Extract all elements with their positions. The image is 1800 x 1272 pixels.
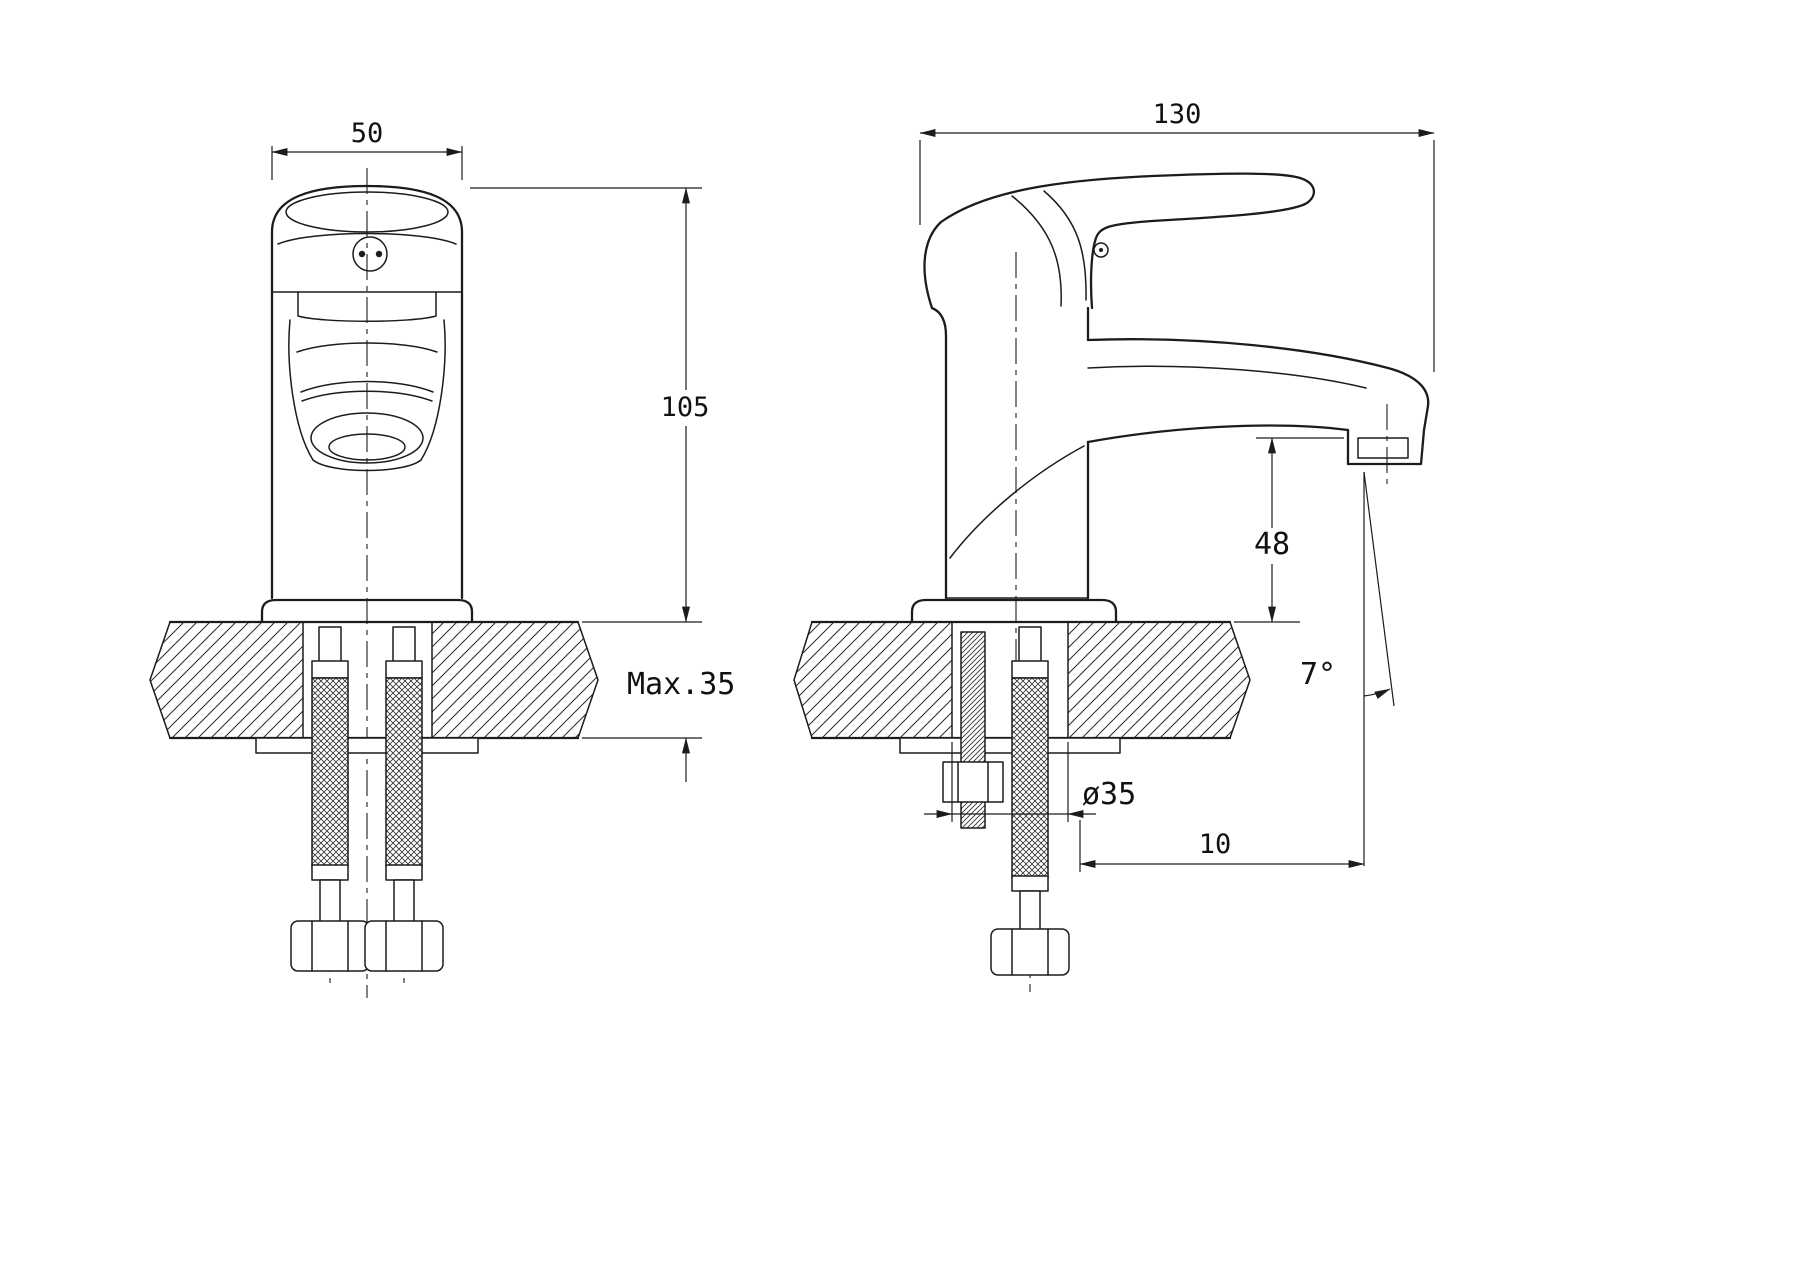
lever-handle bbox=[923, 172, 1315, 310]
front-faucet-body bbox=[260, 184, 474, 624]
side-mounting-plate bbox=[899, 737, 1121, 754]
dim-counter-thickness-label: Max.35 bbox=[627, 667, 735, 702]
braided-hose bbox=[385, 677, 423, 868]
spout bbox=[1086, 338, 1430, 432]
dim-hole-diameter-label: ø35 bbox=[1082, 777, 1136, 812]
mounting-nut bbox=[942, 761, 1004, 803]
braided-hose bbox=[311, 677, 349, 868]
faucet-base bbox=[910, 598, 1118, 624]
hose-nut bbox=[364, 920, 444, 972]
aerator bbox=[1357, 437, 1409, 459]
front-view bbox=[149, 168, 599, 998]
dim-front-height-label: 105 bbox=[661, 392, 710, 423]
front-supply-hoses bbox=[290, 626, 444, 972]
side-supply-hose bbox=[990, 626, 1070, 976]
handle-screw bbox=[1093, 242, 1109, 258]
dim-spout-height-label: 48 bbox=[1254, 527, 1290, 562]
front-mounting-plate bbox=[255, 737, 479, 754]
mounting-stud bbox=[942, 631, 1004, 829]
dim-spout-angle-label: 7° bbox=[1300, 657, 1336, 692]
spout-outlet bbox=[310, 412, 424, 464]
front-dimensions: 50 105 Max.35 bbox=[271, 118, 735, 782]
dim-offset-label: 10 bbox=[1199, 829, 1232, 860]
hose-nut bbox=[290, 920, 370, 972]
handle-screw-cap bbox=[352, 236, 388, 272]
side-view bbox=[793, 172, 1430, 992]
hose-nut bbox=[990, 928, 1070, 976]
braided-hose bbox=[1011, 677, 1049, 879]
side-dimensions: 130 48 7° ø35 10 bbox=[919, 99, 1435, 872]
dim-front-width-label: 50 bbox=[351, 118, 384, 149]
dim-side-length-label: 130 bbox=[1153, 99, 1202, 130]
side-counter-section bbox=[793, 620, 1251, 740]
front-counter-section bbox=[149, 620, 599, 740]
spout-outlet bbox=[1346, 428, 1426, 466]
aerator bbox=[328, 433, 406, 461]
faucet-base bbox=[260, 598, 474, 624]
side-faucet-body bbox=[910, 172, 1430, 624]
